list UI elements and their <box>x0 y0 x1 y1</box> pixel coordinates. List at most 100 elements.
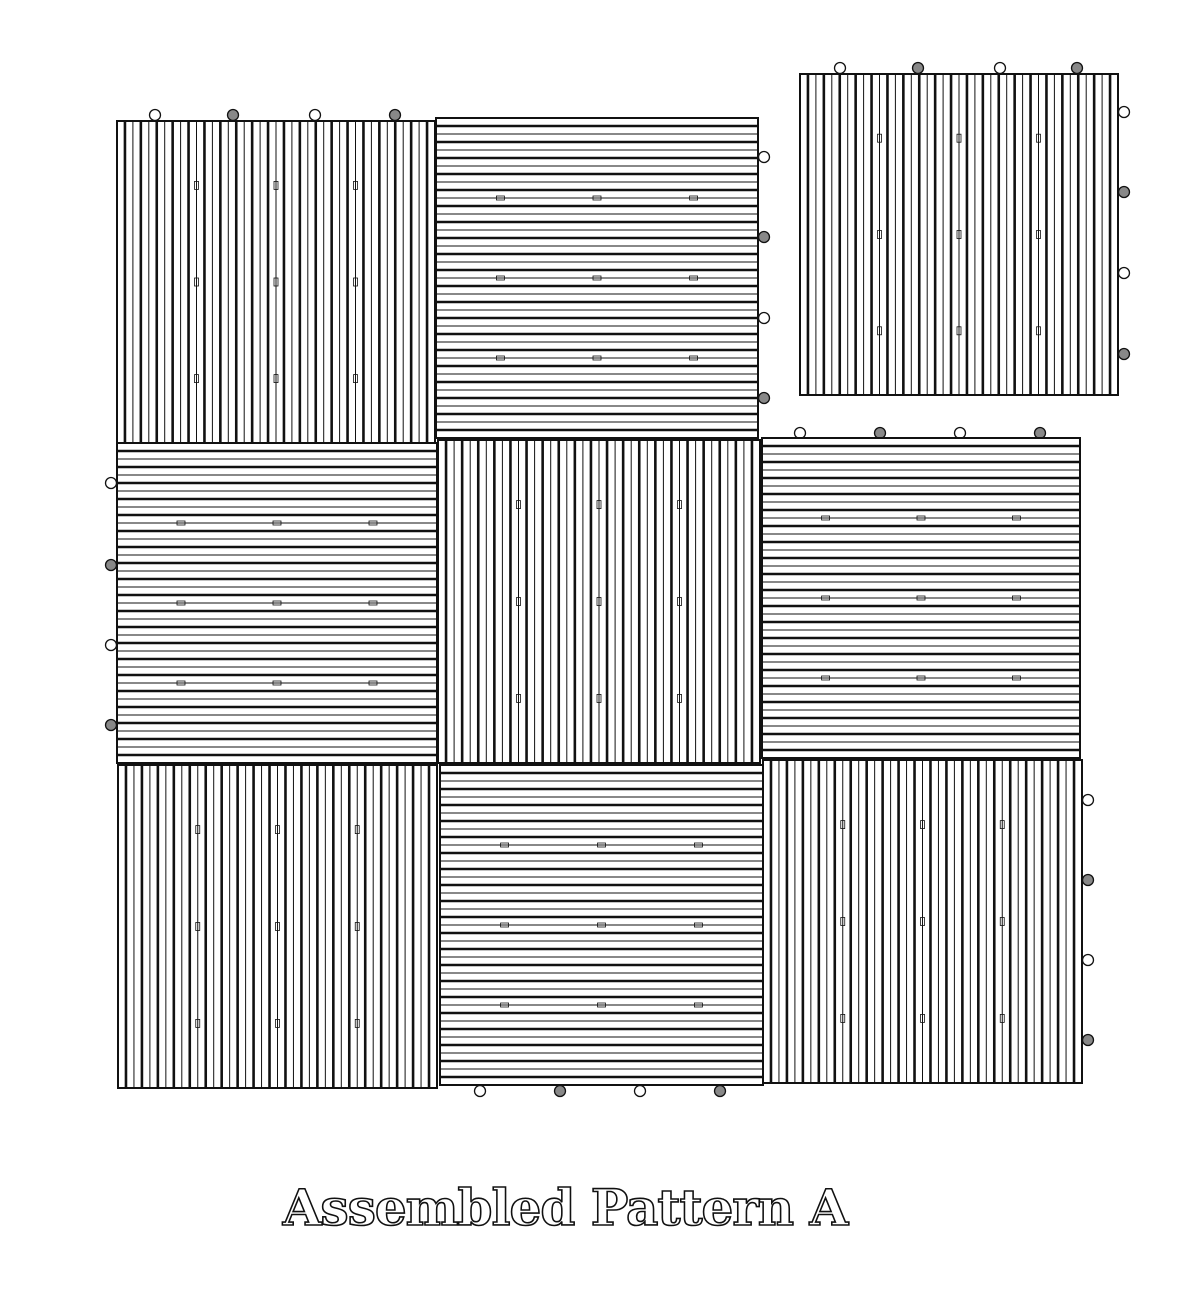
rail-marker <box>272 600 282 606</box>
rail-marker <box>597 922 606 928</box>
connector-tab <box>1117 105 1131 119</box>
rail-marker <box>999 1014 1005 1023</box>
rail-marker <box>272 680 282 686</box>
rail-marker <box>1036 326 1041 336</box>
rail-marker <box>840 1014 846 1023</box>
connector-tab <box>757 311 771 325</box>
rail-marker <box>916 595 926 601</box>
rail-marker <box>999 917 1005 926</box>
rail-marker <box>1012 515 1021 521</box>
rail-marker <box>195 825 201 834</box>
rail-marker <box>694 1002 703 1008</box>
rail-marker <box>500 1002 510 1008</box>
connector-tab <box>104 558 118 572</box>
tile-r3c2 <box>439 764 764 1098</box>
rail-marker <box>840 917 846 926</box>
connector-tab <box>1081 793 1095 807</box>
connector-tab <box>757 230 771 244</box>
rail-marker <box>877 230 882 239</box>
connector-tab <box>713 1084 727 1098</box>
rail-marker <box>275 922 280 931</box>
rail-marker <box>353 277 358 287</box>
rail-marker <box>677 500 682 510</box>
connector-tab <box>757 150 771 164</box>
rail-marker <box>516 597 521 606</box>
rail-marker <box>275 825 280 834</box>
connector-tab <box>148 108 162 122</box>
rail-marker <box>916 675 926 681</box>
tile-r1c2 <box>435 117 771 439</box>
rail-marker <box>596 500 602 510</box>
rail-marker <box>495 195 505 201</box>
connector-tab <box>1081 1033 1095 1047</box>
connector-tab <box>757 391 771 405</box>
connector-tab <box>104 718 118 732</box>
rail-marker <box>694 842 703 848</box>
rail-marker <box>495 355 505 361</box>
connector-tab <box>873 426 887 440</box>
rail-marker <box>368 680 378 686</box>
tile-r3c3 <box>762 759 1095 1084</box>
connector-tab <box>793 426 807 440</box>
rail-marker <box>500 842 510 848</box>
rail-marker <box>368 520 378 526</box>
connector-tab <box>993 61 1007 75</box>
rail-marker <box>677 694 682 703</box>
connector-tab <box>1117 347 1131 361</box>
rail-marker <box>920 1014 925 1023</box>
rail-marker <box>597 842 606 848</box>
rail-marker <box>877 133 882 143</box>
rail-marker <box>1036 133 1041 143</box>
rail-marker <box>677 597 682 606</box>
rail-marker <box>840 820 846 829</box>
connector-tab <box>1081 873 1095 887</box>
connector-tab <box>633 1084 647 1098</box>
rail-marker <box>353 374 358 384</box>
connector-tab <box>1081 953 1095 967</box>
tile-loose <box>799 61 1131 396</box>
rail-marker <box>353 180 358 190</box>
rail-marker <box>176 680 186 686</box>
rail-marker <box>956 326 962 336</box>
diagram-caption: Assembled Pattern A <box>282 1177 849 1238</box>
tile-r1c1 <box>116 108 436 444</box>
rail-marker <box>1036 230 1041 239</box>
rail-marker <box>592 355 602 361</box>
rail-marker <box>689 275 698 281</box>
rail-marker <box>596 694 602 703</box>
rail-marker <box>1012 595 1021 601</box>
tile-r2c1 <box>104 442 438 764</box>
rail-marker <box>592 195 602 201</box>
rail-marker <box>368 600 378 606</box>
rail-marker <box>354 825 360 834</box>
connector-tab <box>1033 426 1047 440</box>
rail-marker <box>516 500 521 510</box>
connector-tab <box>226 108 240 122</box>
connector-tab <box>833 61 847 75</box>
rail-marker <box>275 1019 280 1028</box>
connector-tab <box>104 638 118 652</box>
rail-marker <box>176 520 186 526</box>
rail-marker <box>194 374 199 384</box>
rail-marker <box>273 374 279 384</box>
connector-tab <box>553 1084 567 1098</box>
connector-tab <box>388 108 402 122</box>
rail-marker <box>195 1019 201 1028</box>
rail-marker <box>194 180 199 190</box>
tile-r2c2 <box>437 439 761 764</box>
tile-r2c3 <box>761 426 1081 759</box>
rail-marker <box>689 195 698 201</box>
connector-tab <box>1070 61 1084 75</box>
rail-marker <box>916 515 926 521</box>
connector-tab <box>473 1084 487 1098</box>
rail-marker <box>920 820 925 829</box>
rail-marker <box>956 133 962 143</box>
rail-marker <box>273 277 279 287</box>
rail-marker <box>592 275 602 281</box>
rail-marker <box>176 600 186 606</box>
rail-marker <box>596 597 602 606</box>
connector-tab <box>1117 266 1131 280</box>
rail-marker <box>1012 675 1021 681</box>
rail-marker <box>597 1002 606 1008</box>
